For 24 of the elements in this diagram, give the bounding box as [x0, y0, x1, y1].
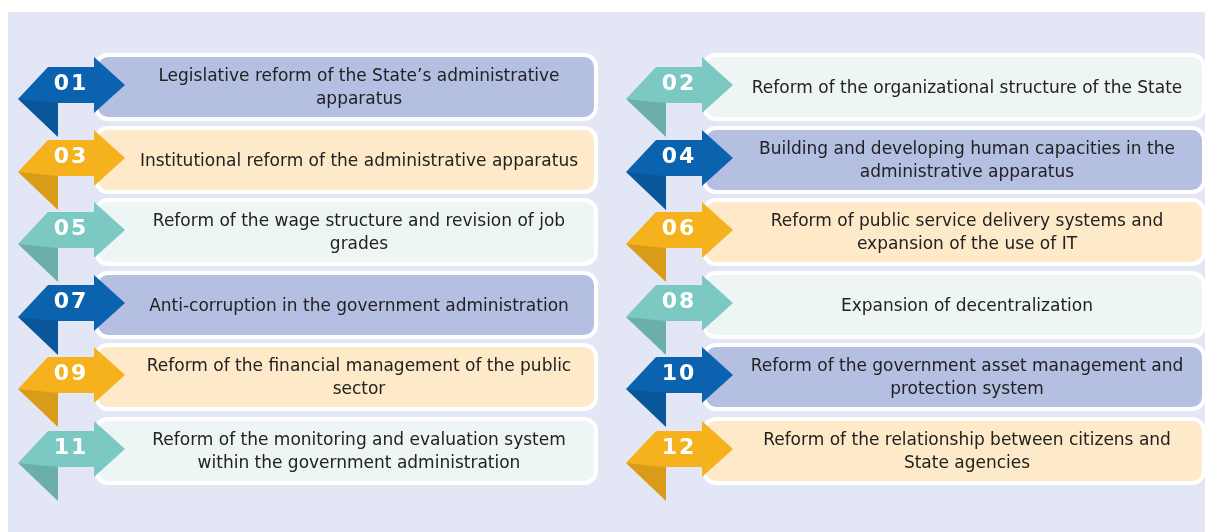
item-number: 07: [52, 288, 90, 313]
item-text: Building and developing human capacities in the administrative apparatus: [758, 137, 1176, 183]
item-text: Anti-corruption in the government administration: [148, 293, 570, 317]
item-number: 08: [660, 288, 698, 313]
item-text: Expansion of decentralization: [840, 293, 1094, 317]
item-number: 11: [52, 434, 90, 459]
item-number: 05: [52, 215, 90, 240]
item-text: Institutional reform of the administrative apparatus: [138, 148, 580, 172]
item-text: Reform of the monitoring and evaluation system within the government administration: [151, 428, 567, 474]
item-number: 04: [660, 143, 698, 168]
item-number: 03: [52, 143, 90, 168]
item-text: Reform of the wage structure and revision of job grades: [151, 209, 567, 255]
item-number: 10: [660, 360, 698, 385]
item-number: 01: [52, 70, 90, 95]
item-number: 06: [660, 215, 698, 240]
item-text: Reform of the government asset management and protection system: [749, 354, 1185, 400]
item-text: Reform of the relationship between citizens and State agencies: [762, 428, 1172, 474]
item-text: Reform of the financial management of the public sector: [145, 354, 573, 400]
item-number: 09: [52, 360, 90, 385]
item-number: 12: [660, 434, 698, 459]
item-text: Reform of public service delivery systems and expansion of the use of IT: [769, 209, 1165, 255]
item-text: Legislative reform of the State’s administrative apparatus: [157, 64, 561, 110]
item-number: 02: [660, 70, 698, 95]
item-text: Reform of the organizational structure of the State: [750, 75, 1184, 99]
